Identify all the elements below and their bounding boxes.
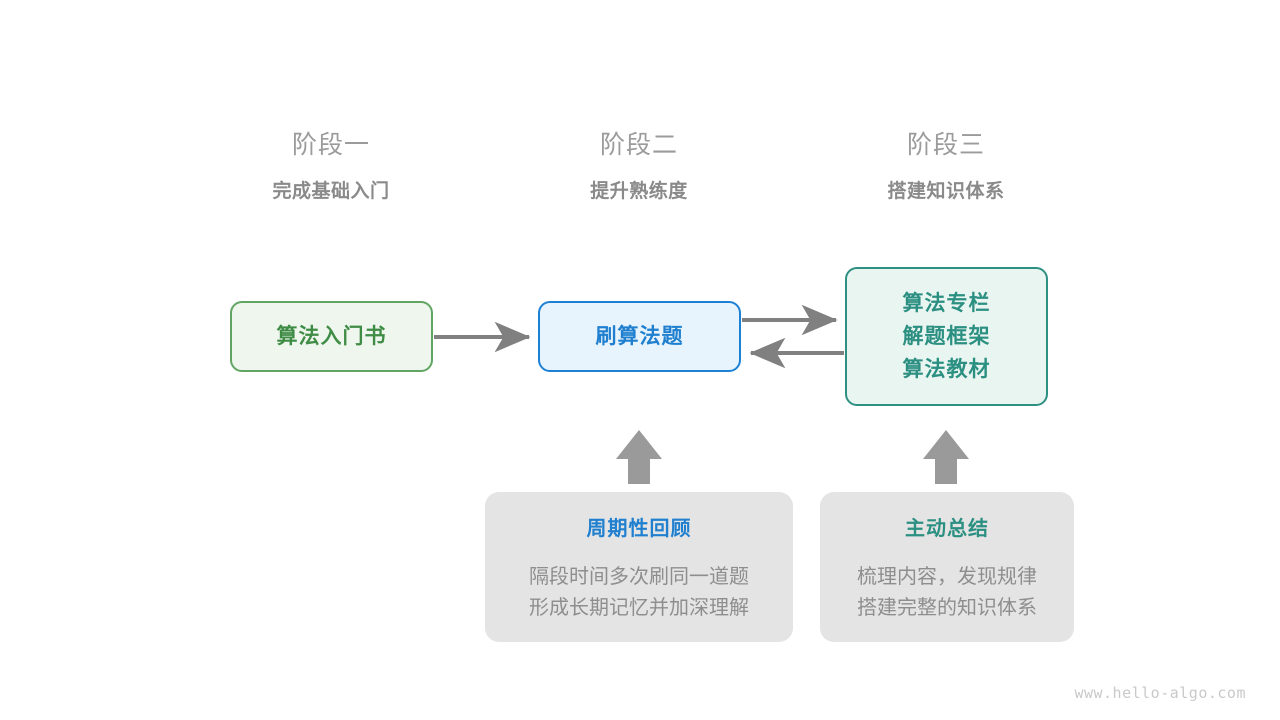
node-algorithm-intro-book[interactable]: 算法入门书 <box>230 301 433 372</box>
node-practice-problems[interactable]: 刷算法题 <box>538 301 741 372</box>
card-summary-title: 主动总结 <box>905 518 989 540</box>
card-review-title: 周期性回顾 <box>586 518 692 540</box>
card-active-summary[interactable]: 主动总结 梳理内容，发现规律 搭建完整的知识体系 <box>820 492 1074 642</box>
card-review-line-1: 隔段时间多次刷同一道题 <box>529 566 749 588</box>
stage-column-2: 阶段二 提升熟练度 <box>509 130 769 204</box>
card-review-body: 隔段时间多次刷同一道题 形成长期记忆并加深理解 <box>529 562 749 624</box>
stage-title-2: 阶段二 <box>599 131 678 159</box>
card-review-line-2: 形成长期记忆并加深理解 <box>529 597 749 619</box>
site-watermark: www.hello-algo.com <box>1074 684 1246 702</box>
stage-title-3: 阶段三 <box>906 131 985 159</box>
card-periodic-review[interactable]: 周期性回顾 隔段时间多次刷同一道题 形成长期记忆并加深理解 <box>485 492 793 642</box>
node-resources-line-1: 算法专栏 <box>902 292 991 315</box>
arrow-review-to-practice <box>616 430 662 484</box>
stage-title-1: 阶段一 <box>291 131 370 159</box>
card-summary-body: 梳理内容，发现规律 搭建完整的知识体系 <box>857 562 1037 624</box>
node-resources-line-3: 算法教材 <box>902 358 991 381</box>
node-learning-resources[interactable]: 算法专栏 解题框架 算法教材 <box>845 267 1048 406</box>
stage-subtitle-1: 完成基础入门 <box>272 181 390 202</box>
stage-column-1: 阶段一 完成基础入门 <box>201 130 461 204</box>
node-practice-label: 刷算法题 <box>595 325 684 348</box>
node-resources-line-2: 解题框架 <box>902 325 991 348</box>
stage-subtitle-2: 提升熟练度 <box>590 181 688 202</box>
arrow-summary-to-resources <box>923 430 969 484</box>
card-summary-line-1: 梳理内容，发现规律 <box>857 566 1037 588</box>
card-summary-line-2: 搭建完整的知识体系 <box>857 597 1037 619</box>
stage-column-3: 阶段三 搭建知识体系 <box>816 130 1076 204</box>
node-book-label: 算法入门书 <box>276 325 387 348</box>
stage-subtitle-3: 搭建知识体系 <box>887 181 1005 202</box>
